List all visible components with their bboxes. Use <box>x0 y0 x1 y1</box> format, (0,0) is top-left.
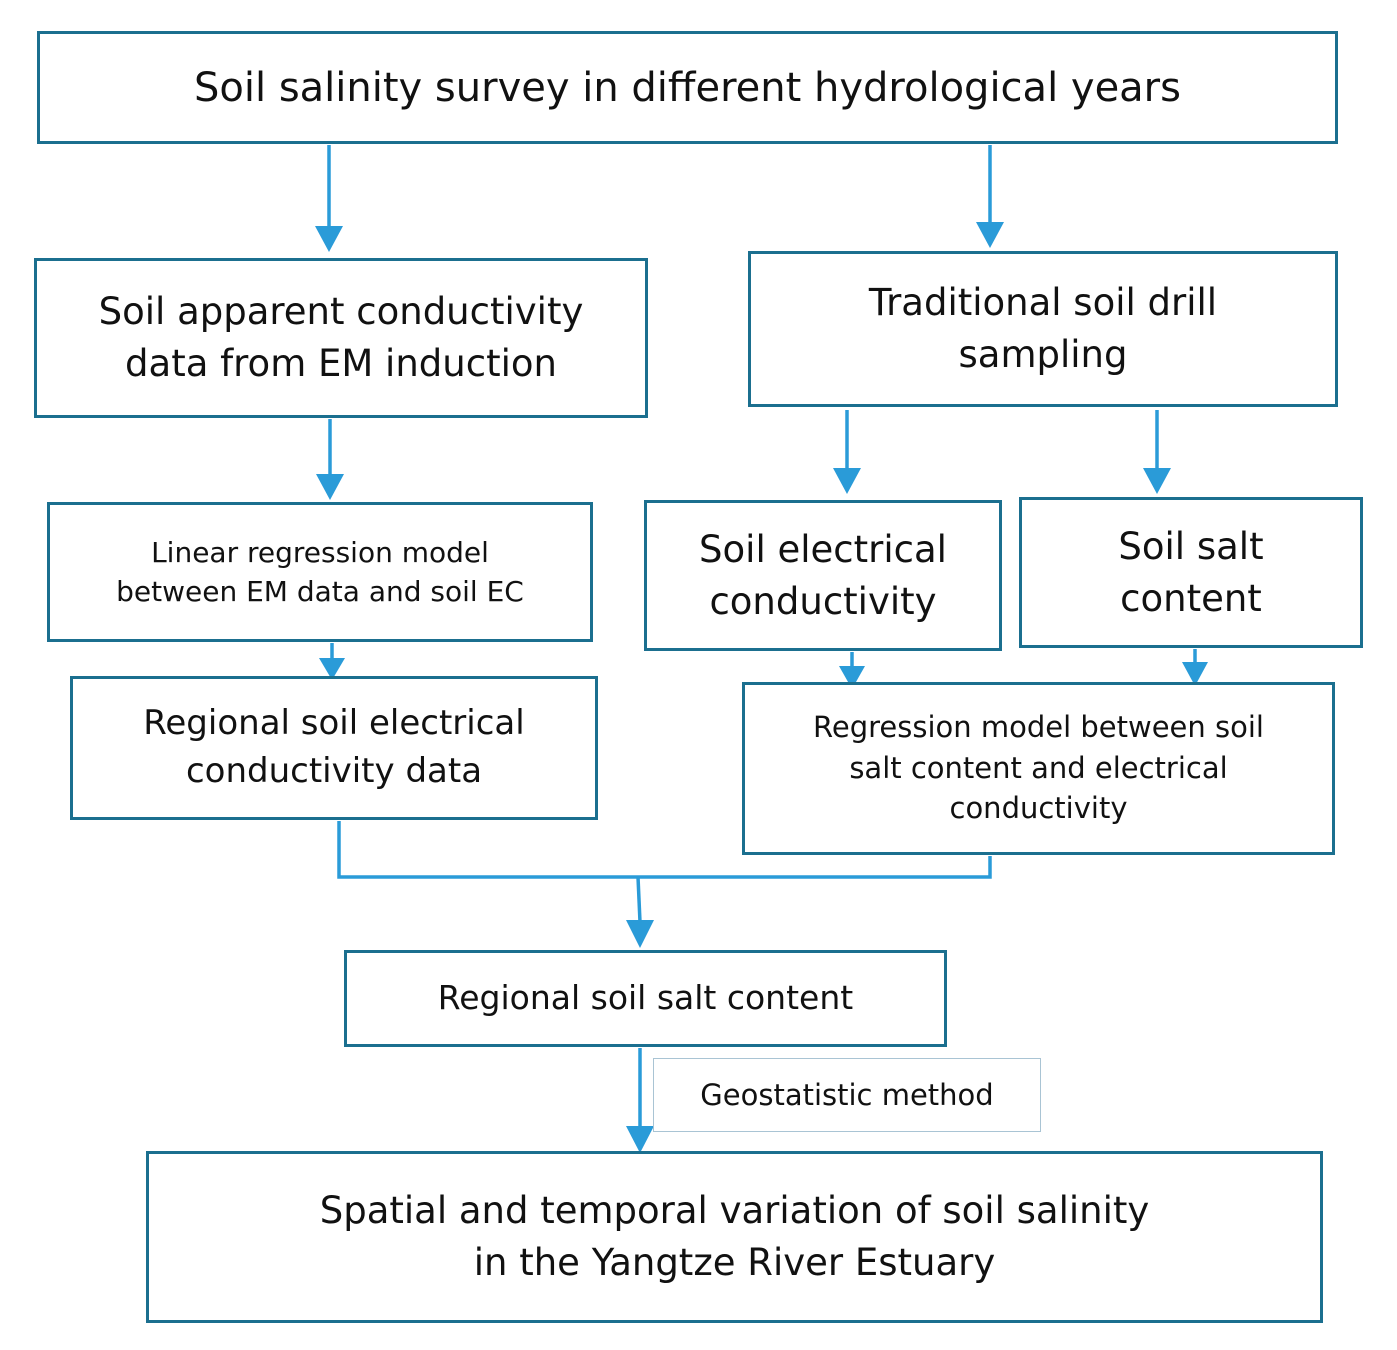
node-text-line: between EM data and soil EC <box>116 575 524 608</box>
node-text-line: Regional soil electrical <box>143 703 525 744</box>
arrowhead-em-to-linear <box>316 474 344 500</box>
node-text-line: Soil salt <box>1118 524 1264 568</box>
node-text-line: Spatial and temporal variation of soil s… <box>319 1189 1150 1233</box>
arrowhead-survey-to-drill <box>976 222 1004 248</box>
node-text: Soil salinity survey in different hydrol… <box>194 64 1181 111</box>
node-regional-ec-data: Regional soil electrical conductivity da… <box>70 676 598 820</box>
node-soil-electrical-conductivity: Soil electrical conductivity <box>644 500 1002 651</box>
node-linear-regression-model: Linear regression model between EM data … <box>47 502 593 642</box>
node-drill-sampling: Traditional soil drill sampling <box>748 251 1338 407</box>
arrowhead-ssc-to-regression <box>1182 662 1208 686</box>
node-regression-model: Regression model between soil salt conte… <box>742 682 1335 855</box>
node-soil-salt-content: Soil salt content <box>1019 497 1363 648</box>
arrowhead-sec-to-regression <box>839 666 865 689</box>
edge-merge-to-regional-salt <box>636 876 642 923</box>
node-text-line: Soil apparent conductivity <box>98 290 584 334</box>
node-text-line: conductivity <box>709 579 937 623</box>
arrowhead-survey-to-em <box>315 226 343 252</box>
arrowhead-merge-to-regional-salt <box>626 920 654 948</box>
node-text-line: data from EM induction <box>125 342 557 385</box>
node-text-line: Soil electrical <box>699 527 947 571</box>
arrowhead-drill-to-ssc <box>1143 468 1171 494</box>
edge-label-text: Geostatistic method <box>700 1078 994 1112</box>
node-text: Regional soil salt content <box>437 978 854 1018</box>
node-soil-salinity-survey: Soil salinity survey in different hydrol… <box>37 31 1338 144</box>
node-text-line: Traditional soil drill <box>868 281 1218 325</box>
edge-merge-connector <box>337 821 992 879</box>
arrowhead-drill-to-sec <box>833 468 861 494</box>
node-text-line: conductivity data <box>185 751 483 791</box>
node-spatial-temporal-variation: Spatial and temporal variation of soil s… <box>146 1151 1323 1323</box>
arrowhead-linear-to-regional-ec <box>319 658 345 680</box>
node-text-line: salt content and electrical <box>849 750 1228 785</box>
node-em-conductivity-data: Soil apparent conductivity data from EM … <box>34 258 648 418</box>
node-regional-salt-content: Regional soil salt content <box>344 950 947 1047</box>
node-text-line: Regression model between soil <box>813 710 1264 744</box>
node-text-line: in the Yangtze River Estuary <box>473 1241 996 1284</box>
node-text-line: conductivity <box>949 791 1128 826</box>
edge-label-geostatistic-method: Geostatistic method <box>653 1058 1041 1132</box>
node-text-line: Linear regression model <box>151 535 489 569</box>
node-text-line: content <box>1120 576 1262 620</box>
arrowhead-regional-salt-to-final <box>626 1126 654 1153</box>
node-text-line: sampling <box>958 333 1128 376</box>
